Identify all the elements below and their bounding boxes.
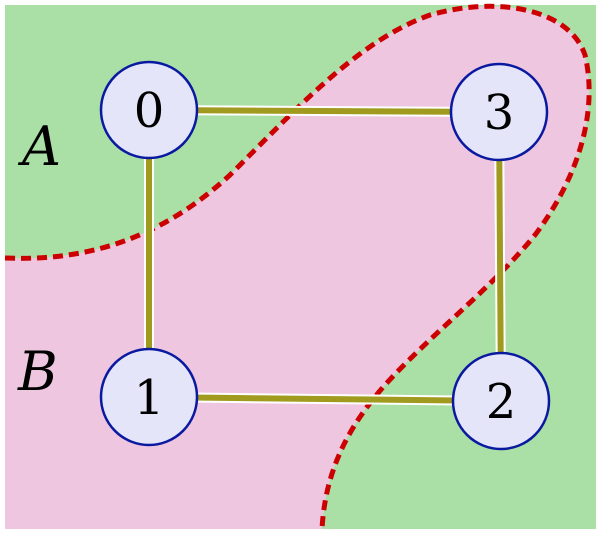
node-0-label: 0 xyxy=(134,83,165,139)
node-1-circle xyxy=(99,347,199,447)
node-0: 0 xyxy=(99,60,199,160)
node-3-circle xyxy=(449,62,549,162)
node-2-circle xyxy=(451,351,551,451)
nodes: 0 1 2 3 xyxy=(99,60,551,451)
edge-1-2 xyxy=(148,394,502,404)
region-a-label: A xyxy=(17,115,61,178)
cut-boundary-line xyxy=(4,3,592,530)
node-1: 1 xyxy=(99,347,199,447)
node-2-label: 2 xyxy=(486,374,517,430)
node-3: 3 xyxy=(449,62,549,162)
node-0-circle xyxy=(99,60,199,160)
region-b-label: B xyxy=(17,340,58,403)
node-3-label: 3 xyxy=(484,85,515,141)
node-1-label: 1 xyxy=(134,370,165,426)
edge-0-3 xyxy=(148,107,500,115)
node-2: 2 xyxy=(451,351,551,451)
